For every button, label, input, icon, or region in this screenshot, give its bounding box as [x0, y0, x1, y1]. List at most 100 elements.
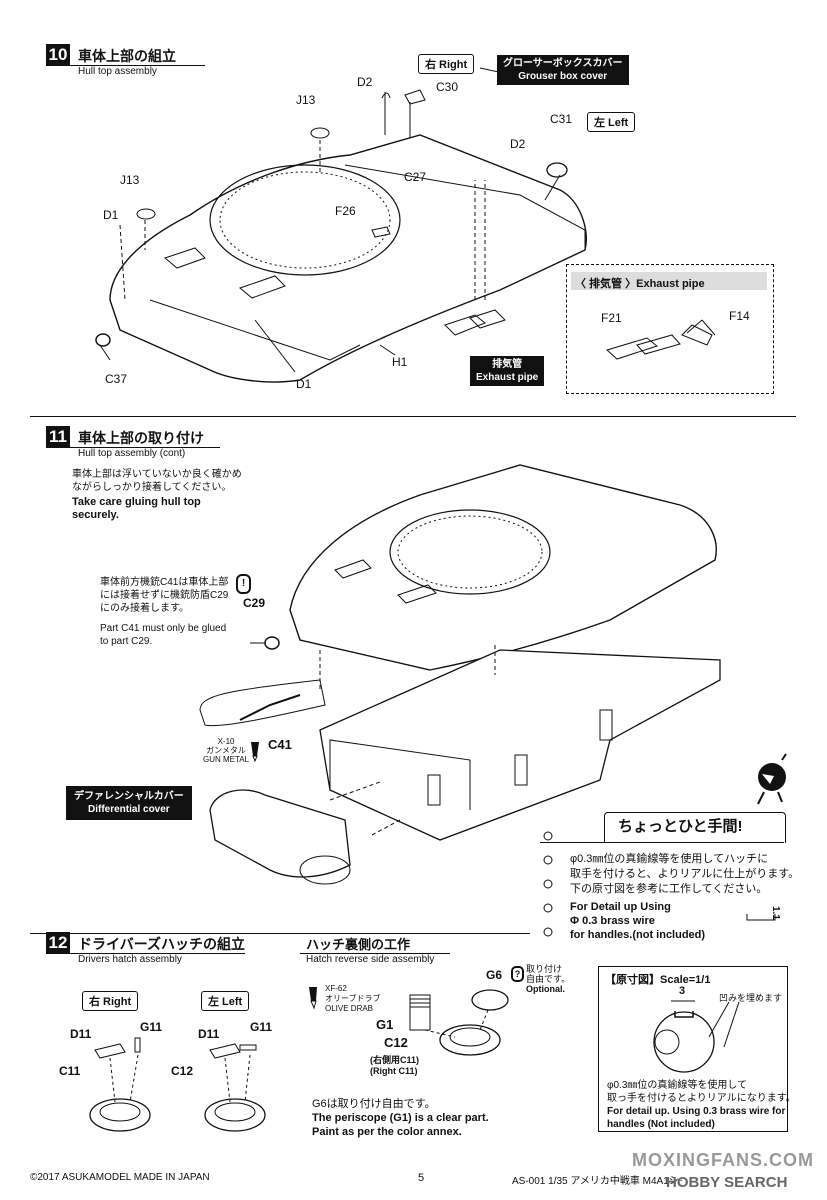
hull-note-en-line2: securely. [72, 509, 119, 521]
scale-note-en-line1: For detail up. Using 0.3 brass wire for [607, 1106, 786, 1117]
scale-label: 【原寸図】Scale=1/1 [605, 974, 711, 986]
part-label-d2-right: D2 [357, 75, 373, 89]
c11-right-en: (Right C11) [370, 1066, 418, 1076]
watermark-hobby-search: HOBBY SEARCH [666, 1174, 788, 1191]
grouser-jp: グローサーボックスカバー [503, 58, 623, 69]
optional-en: Optional. [526, 984, 565, 994]
exhaust-inset-header [571, 272, 767, 290]
hatch-reverse-underline [300, 953, 450, 954]
exhaust-pipe-inset: 〈 排気管 〉Exhaust pipe F21 F14 [566, 264, 774, 394]
optional-icon: ? [511, 966, 524, 982]
fill-recess-note: 凹みを埋めます [719, 993, 783, 1003]
tip-jp-line1: φ0.3㎜位の真鍮線等を使用してハッチに [570, 853, 769, 865]
paint-name-jp-olive: オリーブドラブ [325, 994, 381, 1003]
left-label-step10: 左 Left [587, 112, 636, 132]
hull-note-en-line1: Take care gluing hull top [72, 496, 201, 508]
scale-hatch-drawing [653, 1000, 740, 1073]
hull-note-jp-line2: ながらしっかり接着してください。 [72, 482, 232, 493]
optional-jp-line1: 取り付け [526, 964, 563, 974]
paint-brush-icon [251, 742, 259, 763]
tip-title-box [604, 812, 786, 843]
step11-title-underline [70, 447, 220, 448]
part-label-j13-left: J13 [120, 173, 140, 187]
c41-note-en: Part C41 must only be glued to part C29. [100, 622, 226, 648]
c41-note-en-line1: Part C41 must only be glued [100, 623, 227, 634]
part-label-g6: G6 [486, 968, 503, 982]
part-label-c41: C41 [268, 737, 292, 752]
part-label-g11-right: G11 [140, 1020, 163, 1034]
grouser-en: Grouser box cover [518, 71, 608, 82]
hull-note-jp-line1: 車体上部は浮いていないか良く確かめ [72, 469, 242, 480]
periscope-note-jp: G6は取り付け自由です。 [312, 1098, 436, 1110]
part-label-c12-rev: C12 [384, 1035, 408, 1050]
tip-en-line1: For Detail up Using [570, 901, 671, 913]
scale-bottom-note: φ0.3㎜位の真鍮線等を使用して 取っ手を付けるとよりリアルになります。 For… [607, 1079, 796, 1131]
part-label-g1: G1 [376, 1017, 394, 1032]
hull-mount-drawing [199, 464, 721, 885]
scale-note-jp-line2: 取っ手を付けるとよりリアルになります。 [607, 1093, 796, 1104]
caution-icon: ! [236, 574, 251, 594]
periscope-note: G6は取り付け自由です。 The periscope (G1) is a cle… [312, 1097, 489, 1139]
scale-note-en-line2: handles (Not included) [607, 1119, 715, 1130]
gun-metal-paint-callout: X-10 ガンメタル GUN METAL [203, 737, 249, 764]
part-label-c37: C37 [105, 372, 128, 386]
handle-dimension-value: 1.1 [770, 906, 781, 920]
c41-note-jp-line1: 車体前方機銃C41は車体上部 [100, 577, 229, 588]
exhaust-inset-drawing [606, 319, 716, 360]
hull-gluing-note-en: Take care gluing hull top securely. [72, 496, 201, 522]
differential-cover-label: デファレンシャルカバー Differential cover [65, 785, 193, 821]
c41-note-jp-line3: にのみ接着します。 [100, 603, 189, 614]
optional-note: 取り付け 自由です。 Optional. [526, 964, 570, 994]
part-label-c11: C11 [59, 1064, 81, 1078]
step11-number: 11 [46, 426, 70, 448]
c41-note-jp-line2: には接着せずに機銃防盾C29 [100, 590, 229, 601]
part-label-f26: F26 [335, 204, 356, 218]
part-label-c12: C12 [171, 1064, 194, 1078]
exhaust-inset-title: 〈 排気管 〉Exhaust pipe [575, 278, 705, 290]
step12-title-en: Drivers hatch assembly [78, 954, 182, 965]
step12-title-underline [70, 953, 245, 954]
paint-name-en-olive: OLIVE DRAB [325, 1004, 374, 1013]
part-label-h1: H1 [392, 355, 408, 369]
scale-note-jp-line1: φ0.3㎜位の真鍮線等を使用して [607, 1080, 748, 1091]
right-label-step12: 右 Right [82, 991, 139, 1011]
step10-title-jp: 車体上部の組立 [78, 48, 176, 64]
tip-title: ちょっとひと手間! [618, 818, 743, 835]
tip-en-line2: Φ 0.3 brass wire [570, 915, 655, 927]
diff-cover-jp: デファレンシャルカバー [74, 791, 184, 802]
tip-jp-line2: 取手を付けると、よりリアルに仕上がります。 [570, 868, 800, 880]
paint-code-x10: X-10 [217, 737, 235, 746]
part-label-d1-bottom: D1 [296, 377, 312, 391]
periscope-note-en-line1: The periscope (G1) is a clear part. [312, 1112, 489, 1124]
step10-number: 10 [46, 44, 70, 66]
exhaust-en: Exhaust pipe [476, 372, 539, 383]
part-label-d11-right: D11 [70, 1027, 92, 1041]
part-label-f14: F14 [729, 309, 750, 323]
hull-top-drawing [95, 67, 587, 383]
part-label-c31: C31 [550, 112, 573, 126]
exhaust-jp: 排気管 [492, 359, 523, 370]
step10-title-underline [70, 65, 205, 66]
c11-right-jp: (右側用C11) [370, 1055, 420, 1065]
divider-step11-12 [30, 933, 530, 934]
mascot-icon [757, 753, 787, 805]
scale-dim-3: 3 [679, 985, 686, 997]
paint-brush-olive-icon [309, 987, 317, 1010]
tip-en-line3: for handles.(not included) [570, 929, 706, 941]
periscope-note-en-line2: Paint as per the color annex. [312, 1126, 462, 1138]
step12-title-jp: ドライバーズハッチの組立 [78, 936, 246, 952]
footer-copyright: ©2017 ASUKAMODEL MADE IN JAPAN [30, 1172, 210, 1183]
c41-note-jp: 車体前方機銃C41は車体上部 には接着せずに機銃防盾C29 にのみ接着します。 [100, 576, 228, 615]
footer-page-number: 5 [418, 1172, 425, 1184]
part-label-d1-left: D1 [103, 208, 119, 222]
paint-name-jp-gunmetal: ガンメタル [206, 746, 246, 755]
part-label-j13-upper: J13 [296, 93, 316, 107]
tip-divider [540, 842, 784, 843]
grouser-box-cover-label: グローサーボックスカバー Grouser box cover [497, 55, 629, 85]
watermark-moxingfans: MOXINGFANS.COM [632, 1150, 815, 1170]
tip-jp-line3: 下の原寸図を参考に工作してください。 [570, 883, 768, 895]
tip-rings-decor [543, 831, 553, 937]
divider-step10-11 [30, 416, 796, 417]
hull-gluing-note-jp: 車体上部は浮いていないか良く確かめ ながらしっかり接着してください。 [72, 468, 242, 494]
diff-cover-en: Differential cover [88, 804, 170, 815]
